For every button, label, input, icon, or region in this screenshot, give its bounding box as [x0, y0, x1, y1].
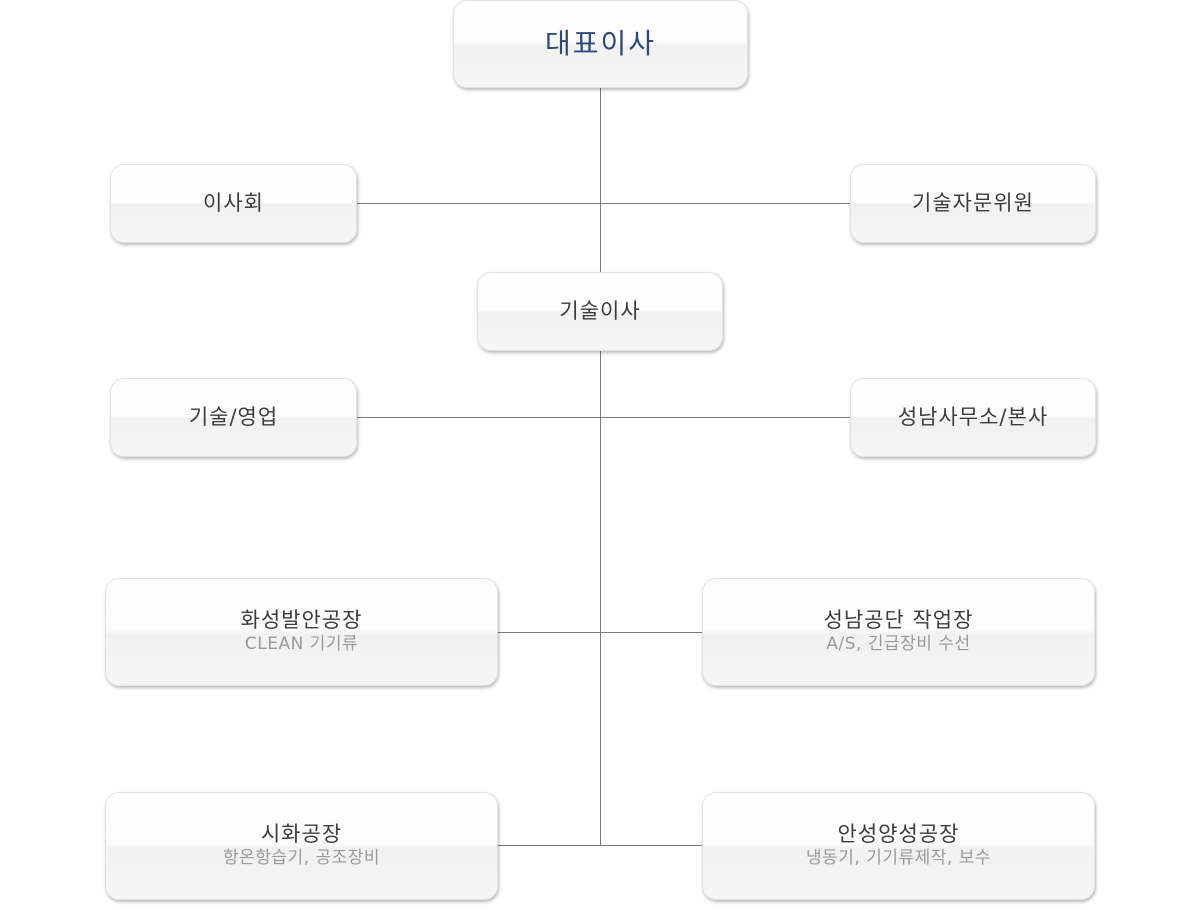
- anseong-factory-subtitle: 냉동기, 기기류제작, 보수: [805, 848, 991, 869]
- board-title: 이사회: [203, 190, 264, 215]
- tech-sales-title: 기술/영업: [188, 404, 279, 429]
- siwha-factory-subtitle: 항온항습기, 공조장비: [222, 848, 381, 869]
- hwaseong-factory-title: 화성발안공장: [240, 608, 363, 633]
- connector-hwaseong-seongnam: [498, 632, 703, 633]
- seongnam-office-node: 성남사무소/본사: [850, 378, 1096, 457]
- tech-director-title: 기술이사: [559, 298, 641, 323]
- tech-sales-node: 기술/영업: [110, 378, 357, 457]
- connector-ceo-trunk: [600, 88, 601, 272]
- connector-sales-office: [357, 417, 851, 418]
- connector-director-trunk: [600, 351, 601, 846]
- hwaseong-factory-node: 화성발안공장 CLEAN 기기류: [105, 578, 498, 686]
- ceo-node: 대표이사: [453, 0, 748, 88]
- anseong-factory-node: 안성양성공장 냉동기, 기기류제작, 보수: [702, 792, 1095, 900]
- ceo-title: 대표이사: [544, 27, 657, 61]
- hwaseong-factory-subtitle: CLEAN 기기류: [244, 634, 359, 655]
- connector-siwha-anseong: [498, 845, 703, 846]
- seongnam-office-title: 성남사무소/본사: [897, 404, 1049, 429]
- tech-director-node: 기술이사: [477, 272, 723, 351]
- siwha-factory-title: 시화공장: [260, 822, 343, 847]
- seongnam-workshop-title: 성남공단 작업장: [823, 608, 974, 633]
- connector-board-advisor: [357, 203, 851, 204]
- tech-advisor-node: 기술자문위원: [850, 164, 1096, 243]
- seongnam-workshop-subtitle: A/S, 긴급장비 수선: [826, 634, 971, 655]
- siwha-factory-node: 시화공장 항온항습기, 공조장비: [105, 792, 498, 900]
- board-node: 이사회: [110, 164, 357, 243]
- tech-advisor-title: 기술자문위원: [912, 190, 1034, 215]
- anseong-factory-title: 안성양성공장: [837, 822, 960, 847]
- seongnam-workshop-node: 성남공단 작업장 A/S, 긴급장비 수선: [702, 578, 1095, 686]
